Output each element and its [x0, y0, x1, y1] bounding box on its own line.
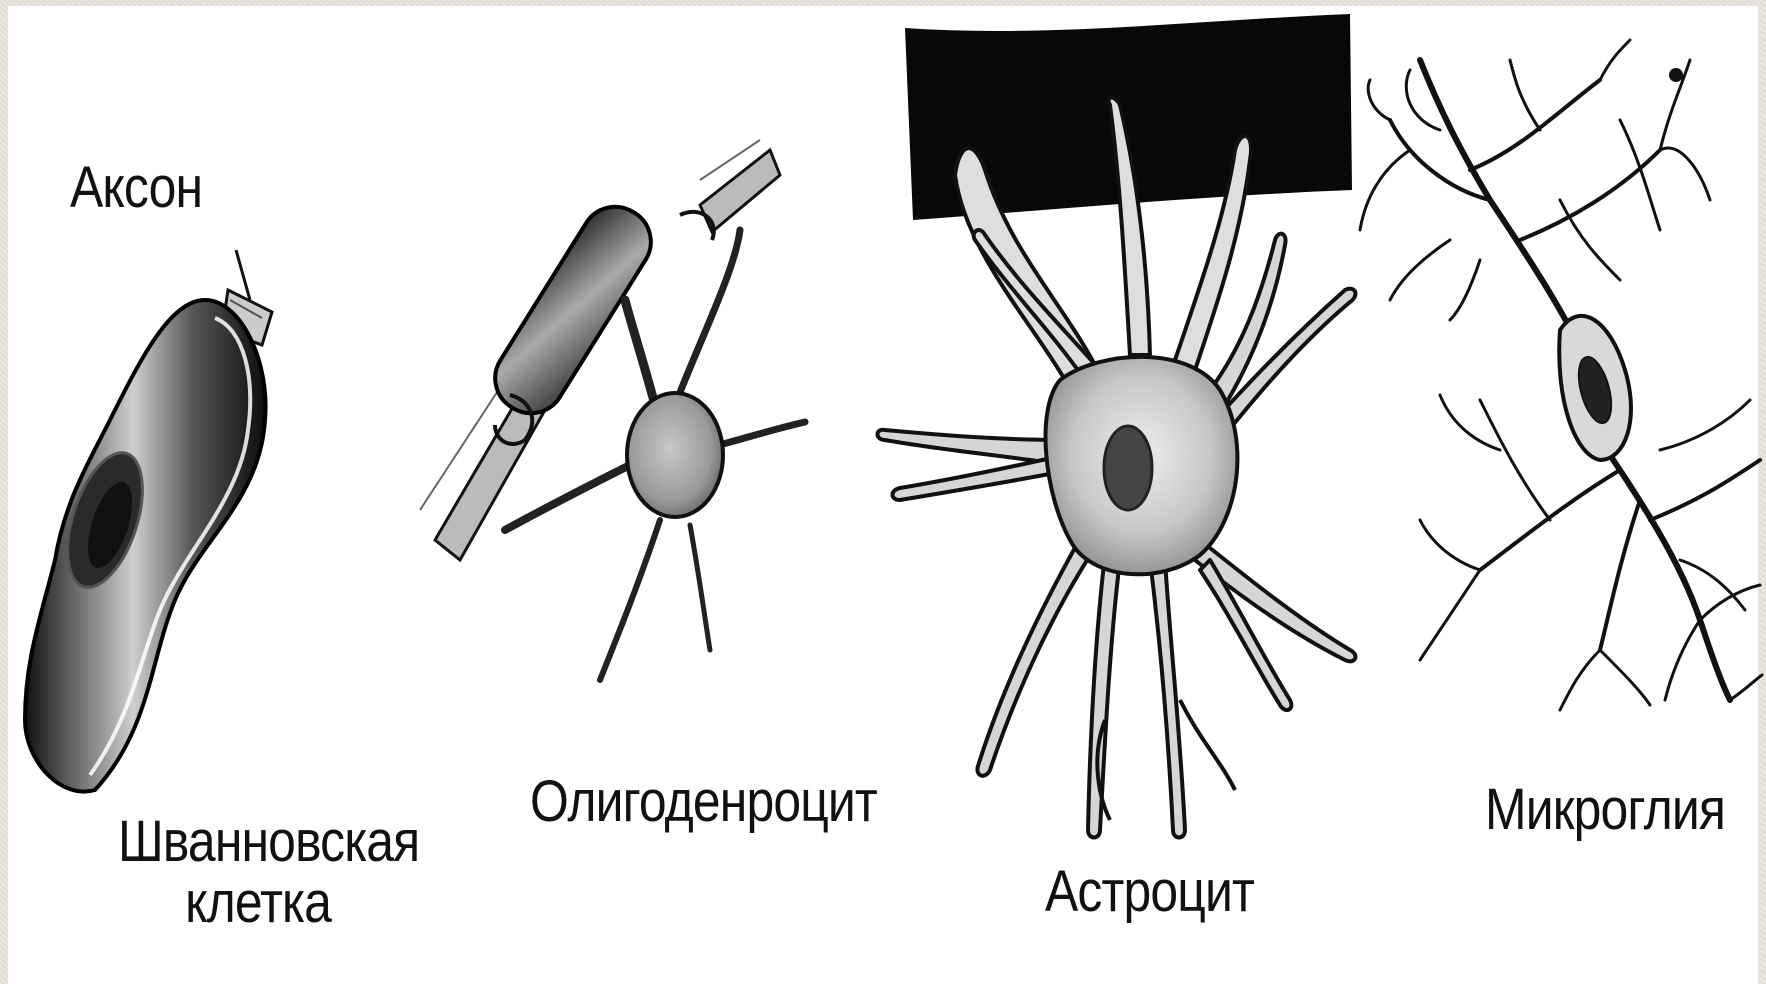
astrocyte-label: Астроцит — [1045, 862, 1254, 923]
axon-pointer-line — [236, 250, 250, 300]
schwann-label-line1: Шванновская — [118, 809, 419, 874]
schwann-cell-label: Шванновская клетка — [118, 812, 419, 934]
microglia-label: Микроглия — [1485, 780, 1725, 841]
schwann-cell-drawing — [25, 250, 272, 792]
oligodendrocyte-label: Олигоденроцит — [530, 772, 877, 833]
schwann-label-line2: клетка — [118, 873, 419, 934]
oligodendrocyte-drawing — [420, 140, 805, 680]
astrocyte-drawing — [878, 14, 1356, 838]
axon-label: Аксон — [70, 158, 202, 219]
microglia-drawing — [1360, 40, 1762, 710]
